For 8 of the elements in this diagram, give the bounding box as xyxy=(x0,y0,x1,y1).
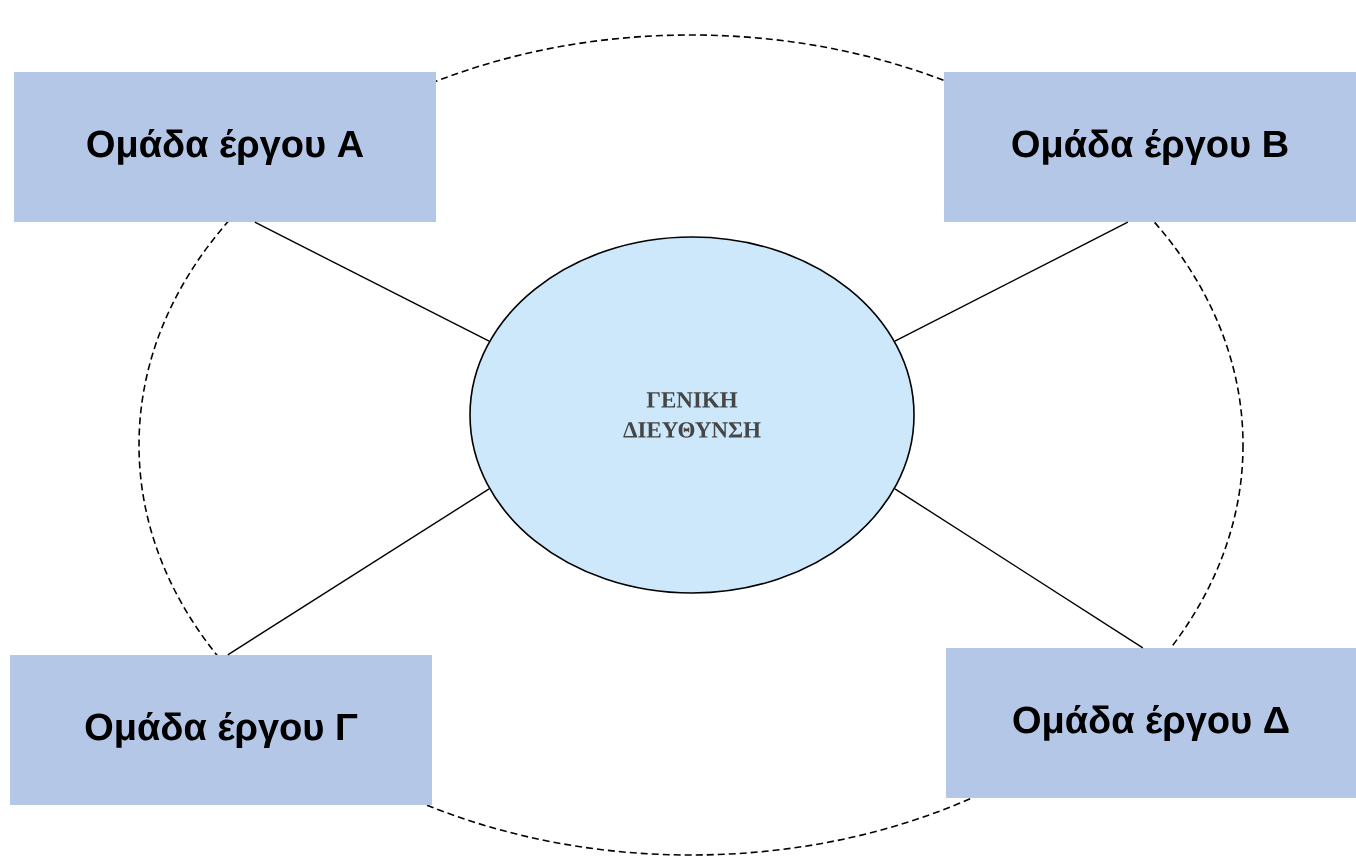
connector-line xyxy=(894,221,1129,342)
team-box: Ομάδα έργου Δ xyxy=(946,648,1356,798)
connector-line xyxy=(227,488,490,656)
team-box: Ομάδα έργου Γ xyxy=(10,655,432,805)
connector-line xyxy=(254,221,490,342)
connector-line xyxy=(894,488,1144,649)
team-box: Ομάδα έργου Β xyxy=(944,72,1356,222)
team-box: Ομάδα έργου Α xyxy=(14,72,436,222)
